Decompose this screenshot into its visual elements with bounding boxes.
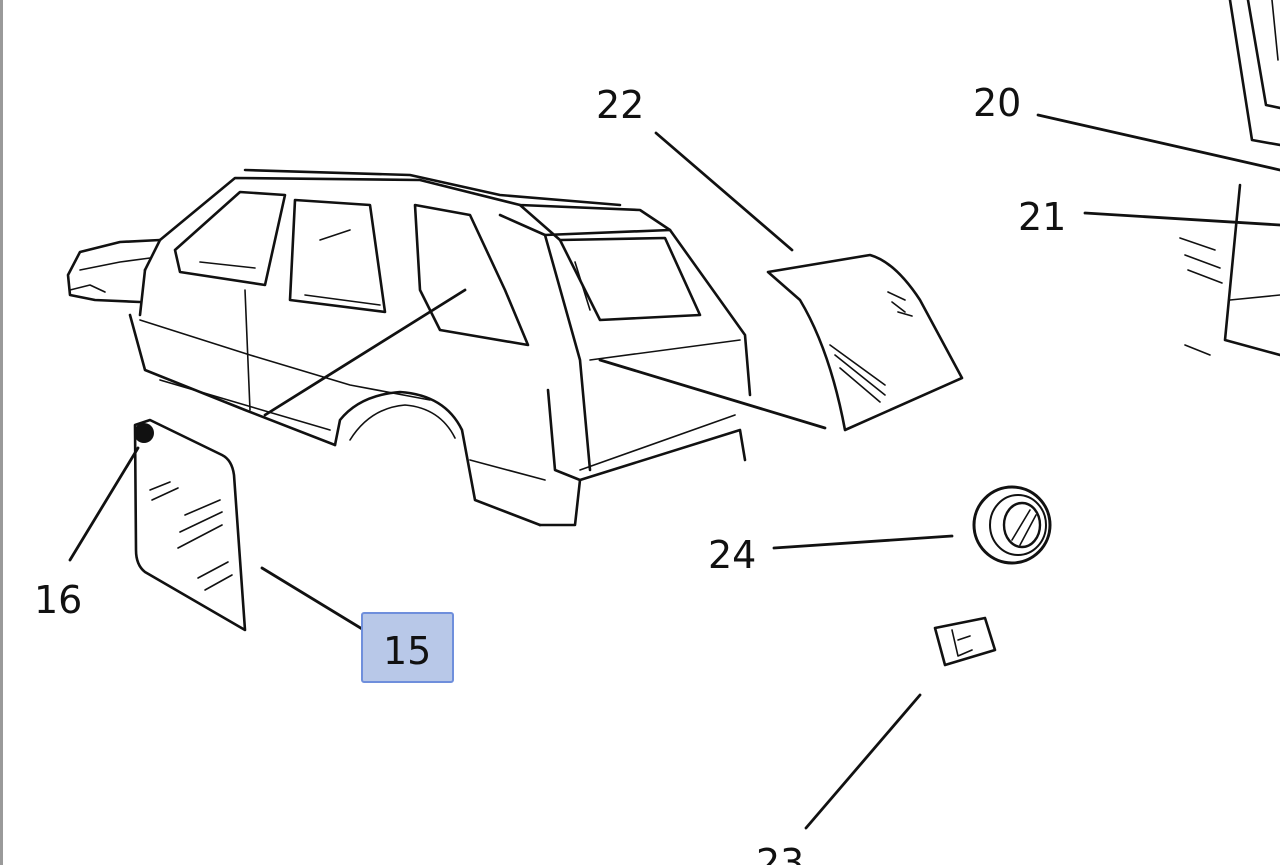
grommet-part: [972, 485, 1052, 565]
vehicle-body-illustration: [66, 168, 827, 527]
callout-24[interactable]: 24: [708, 533, 756, 577]
callout-16[interactable]: 16: [34, 578, 82, 622]
callout-20[interactable]: 20: [973, 81, 1021, 125]
retainer-clip: [134, 423, 154, 443]
adjacent-door-part: [1179, 0, 1280, 357]
callout-23[interactable]: 23: [756, 841, 804, 865]
fastener-clip-part: [933, 616, 997, 667]
viewer-left-border: [0, 0, 3, 865]
callout-21[interactable]: 21: [1018, 195, 1066, 239]
callout-15[interactable]: 15: [383, 629, 431, 673]
leader-lines: [68, 113, 1280, 830]
callout-22[interactable]: 22: [596, 83, 644, 127]
rear-quarter-glass-part: [766, 253, 964, 432]
side-window-glass-part: [133, 418, 247, 632]
selected-callout-highlight: [361, 612, 454, 683]
